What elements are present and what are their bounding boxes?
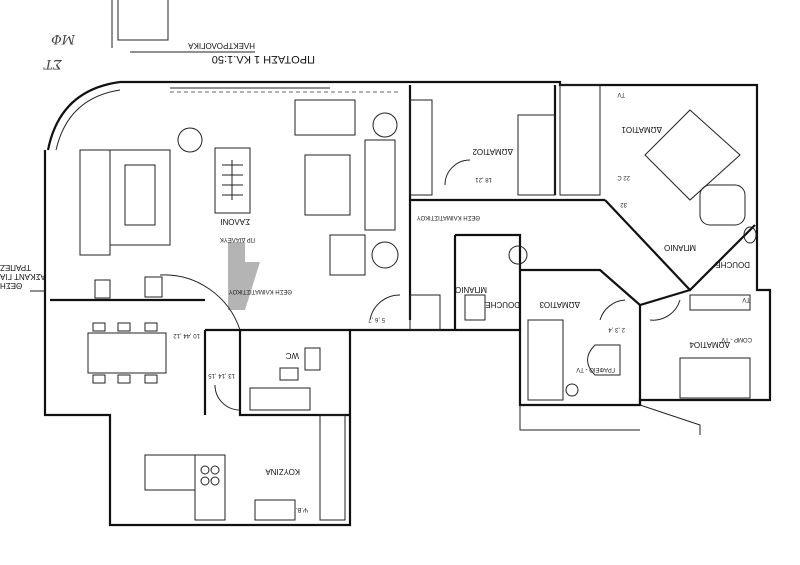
svg-text:ΚΟΥΖΙΝΑ: ΚΟΥΖΙΝΑ bbox=[265, 467, 300, 476]
note-ac-living: ΘΕΣΗ ΚΛΙΜΑΤΙΣΤΙΚΟΥ bbox=[229, 288, 292, 294]
svg-text:ΠΡ ΔΙΑΛΕΥΚ: ΠΡ ΔΙΑΛΕΥΚ bbox=[220, 236, 255, 242]
note-outlet-3: 32 bbox=[620, 201, 627, 207]
note-desk-3: ΓΡΑΦΕΙΟ - TV bbox=[576, 366, 615, 372]
door-swings bbox=[159, 159, 681, 411]
label-wc: WC bbox=[285, 351, 299, 360]
svg-text:ΗΛΕΚΤΡΟΛΟΓΙΚΑ: ΗΛΕΚΤΡΟΛΟΓΙΚΑ bbox=[188, 41, 255, 50]
svg-text:18 ,21: 18 ,21 bbox=[475, 176, 492, 182]
note-outlet-1: 22 C bbox=[617, 174, 630, 180]
svg-text:ΜΠΑΝΙΟ: ΜΠΑΝΙΟ bbox=[664, 243, 696, 252]
room3-bed bbox=[527, 319, 564, 401]
closet-center bbox=[409, 294, 441, 331]
svg-text:2 ,3 ,4: 2 ,3 ,4 bbox=[608, 326, 625, 332]
note-tv-1: TV bbox=[617, 91, 625, 97]
room1-wardrobe bbox=[559, 84, 601, 196]
note-table: ΘΕΣΗ ΑΣΚΑΝΤ ΓΙΑ ΤΡΑΠΕΖ bbox=[0, 263, 46, 290]
note-tv-4: TV bbox=[742, 296, 750, 302]
note-outlet-4: 2 ,3 ,4 bbox=[608, 326, 625, 332]
svg-text:ΘΕΣΗ ΚΛΙΜΑΤΙΣΤΙΚΟΥ: ΘΕΣΗ ΚΛΙΜΑΤΙΣΤΙΚΟΥ bbox=[417, 214, 480, 220]
svg-text:22 C: 22 C bbox=[617, 174, 630, 180]
right-toilet bbox=[743, 226, 757, 244]
label-douche-center: DOUCHE bbox=[485, 300, 520, 309]
room1-bed bbox=[644, 109, 741, 201]
svg-text:DOUCHE: DOUCHE bbox=[485, 300, 520, 309]
svg-text:5 ,6 ,7: 5 ,6 ,7 bbox=[368, 316, 385, 322]
ac-marker-arrow bbox=[228, 242, 260, 310]
room4-wardrobe bbox=[689, 294, 751, 311]
svg-text:ΔΩΜΑΤΙΟ1: ΔΩΜΑΤΙΟ1 bbox=[621, 125, 662, 134]
kitchen-furniture bbox=[144, 387, 346, 521]
svg-text:ΔΩΜΑΤΙΟ3: ΔΩΜΑΤΙΟ3 bbox=[539, 300, 580, 309]
svg-text:ΠΡΟΤΑΣΗ 1 ΚΛ.1:50: ΠΡΟΤΑΣΗ 1 ΚΛ.1:50 bbox=[212, 53, 315, 65]
handwritten-note-2: ΣΤ bbox=[43, 56, 63, 71]
wc-toilet bbox=[304, 347, 321, 371]
label-bath-center: ΜΠΑΝΙΟ bbox=[455, 285, 487, 294]
svg-text:ΔΩΜΑΤΙΟ4: ΔΩΜΑΤΙΟ4 bbox=[689, 340, 730, 349]
label-room3: ΔΩΜΑΤΙΟ3 bbox=[539, 300, 580, 309]
svg-text:ΣΤ: ΣΤ bbox=[43, 56, 63, 71]
note-ac-corridor: ΘΕΣΗ ΚΛΙΜΑΤΙΣΤΙΚΟΥ bbox=[417, 214, 480, 220]
svg-text:COMP - TV: COMP - TV bbox=[721, 336, 752, 342]
svg-text:DOUCHE: DOUCHE bbox=[715, 260, 750, 269]
note-outlet-6: 13 ,14 ,15 bbox=[208, 372, 235, 378]
note-fireplace: ΠΡ ΔΙΑΛΕΥΚ bbox=[220, 236, 255, 242]
center-toilet bbox=[464, 294, 486, 321]
balcony-outline bbox=[111, 0, 169, 48]
center-sink bbox=[508, 245, 528, 265]
svg-text:13 ,14 ,15: 13 ,14 ,15 bbox=[208, 372, 235, 378]
svg-text:ΜΠΑΝΙΟ: ΜΠΑΝΙΟ bbox=[455, 285, 487, 294]
svg-text:ΣΑΛΟΝΙ: ΣΑΛΟΝΙ bbox=[220, 217, 250, 226]
living-furniture bbox=[79, 99, 399, 299]
svg-text:ΜΦ: ΜΦ bbox=[51, 31, 76, 46]
svg-text:ΓΡΑΦΕΙΟ - TV: ΓΡΑΦΕΙΟ - TV bbox=[576, 366, 615, 372]
label-room2: ΔΩΜΑΤΙΟ2 bbox=[472, 147, 513, 156]
svg-text:ΔΩΜΑΤΙΟ2: ΔΩΜΑΤΙΟ2 bbox=[472, 147, 513, 156]
note-outlet-2: 18 ,21 bbox=[475, 176, 492, 182]
note-outlet-5: 10 ,44 ,12 bbox=[173, 332, 200, 338]
label-kitchen: ΚΟΥΖΙΝΑ bbox=[265, 467, 300, 476]
note-kitchen: Ψ.Β. bbox=[295, 506, 308, 512]
note-desk-4: COMP - TV bbox=[721, 336, 752, 342]
svg-text:Ψ.Β.: Ψ.Β. bbox=[295, 506, 308, 512]
dining-table bbox=[87, 322, 167, 384]
svg-text:TV: TV bbox=[742, 296, 750, 302]
right-bathtub bbox=[699, 184, 746, 226]
label-bath-right: ΜΠΑΝΙΟ bbox=[664, 243, 696, 252]
svg-text:10 ,44 ,12: 10 ,44 ,12 bbox=[173, 332, 200, 338]
room2-wardrobe bbox=[409, 99, 433, 196]
plan-title: ΠΡΟΤΑΣΗ 1 ΚΛ.1:50 bbox=[212, 53, 315, 65]
label-room4: ΔΩΜΑΤΙΟ4 bbox=[689, 340, 730, 349]
room2-bed bbox=[517, 114, 556, 196]
label-room1: ΔΩΜΑΤΙΟ1 bbox=[621, 125, 662, 134]
balcony-bottom bbox=[519, 404, 701, 435]
note-outlet-7: 5 ,6 ,7 bbox=[368, 316, 385, 322]
outer-walls bbox=[43, 80, 772, 527]
label-living: ΣΑΛΟΝΙ bbox=[220, 217, 250, 226]
room4-bed bbox=[679, 357, 751, 399]
label-douche-right: DOUCHE bbox=[715, 260, 750, 269]
plan-subtitle: ΗΛΕΚΤΡΟΛΟΓΙΚΑ bbox=[188, 41, 255, 50]
room3-chair bbox=[565, 383, 579, 397]
note-table-text: ΘΕΣΗ ΑΣΚΑΝΤ ΓΙΑ ΤΡΑΠΕΖ bbox=[0, 263, 46, 290]
wc-sink bbox=[279, 367, 299, 381]
svg-text:WC: WC bbox=[285, 351, 299, 360]
room3-desk bbox=[587, 344, 621, 376]
handwritten-note-1: ΜΦ bbox=[51, 31, 76, 46]
svg-text:32: 32 bbox=[620, 201, 627, 207]
svg-text:TV: TV bbox=[617, 91, 625, 97]
svg-text:ΘΕΣΗ ΚΛΙΜΑΤΙΣΤΙΚΟΥ: ΘΕΣΗ ΚΛΙΜΑΤΙΣΤΙΚΟΥ bbox=[229, 288, 292, 294]
